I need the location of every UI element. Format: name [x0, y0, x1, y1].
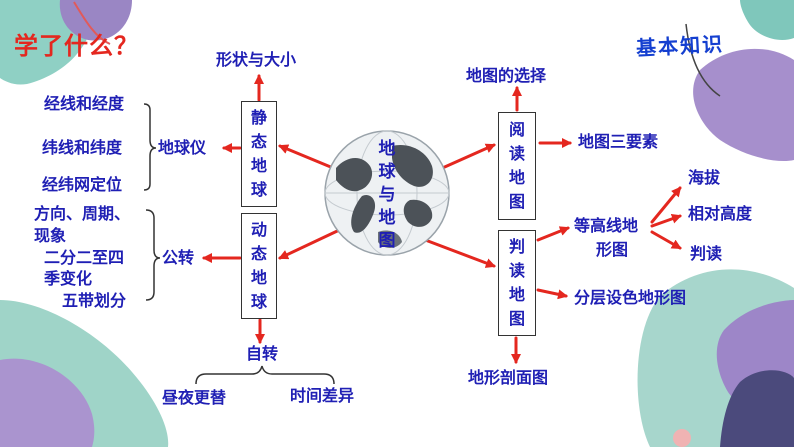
box-char: 动 [250, 220, 267, 239]
relative-height-label: 相对高度 [688, 204, 753, 223]
parallel-latitude-label: 纬线和纬度 [42, 138, 123, 157]
time-difference-label: 时间差异 [290, 386, 355, 405]
bracket-revolution-items [145, 209, 161, 301]
meridian-longitude-label: 经线和经度 [44, 94, 125, 113]
revolution-item-label: 季变化 [44, 269, 93, 288]
shape-and-size-label: 形状与大小 [216, 50, 297, 69]
line-top-right [685, 23, 721, 97]
blob-top-right-teal [740, 0, 794, 41]
revolution-item-label: 二分二至四 [44, 248, 125, 267]
box-char: 判 [508, 237, 525, 256]
center-char: 地 [378, 208, 396, 228]
center-char: 球 [378, 162, 396, 182]
bracket-globe-items [143, 103, 157, 191]
layered-color-map-label: 分层设色地形图 [574, 288, 687, 307]
altitude-label: 海拔 [688, 168, 721, 187]
box-char: 静 [250, 108, 267, 127]
arrow-contour-to-reading [650, 230, 682, 250]
arrow-interpret-to-contour [536, 226, 570, 242]
globe-image [324, 130, 450, 256]
revolution-item-label: 五带划分 [62, 291, 127, 310]
interpret-map-box: 判 读 地 图 [498, 230, 536, 336]
arrow-contour-to-relative [650, 213, 682, 228]
blob-bottom-right-dark [720, 370, 794, 447]
box-char: 图 [508, 309, 525, 328]
day-night-label: 昼夜更替 [162, 388, 227, 407]
box-char: 图 [508, 192, 525, 211]
arrow-contour-to-altitude [650, 186, 682, 224]
map-choice-label: 地图的选择 [466, 66, 547, 85]
box-char: 态 [250, 244, 267, 263]
rotation-label: 自转 [246, 344, 279, 363]
box-char: 球 [250, 292, 267, 311]
dynamic-earth-box: 动 态 地 球 [241, 213, 277, 319]
box-char: 地 [250, 156, 267, 175]
read-map-box: 阅 读 地 图 [498, 112, 536, 220]
revolution-item-label: 方向、周期、 [34, 204, 131, 223]
box-char: 地 [250, 268, 267, 287]
arrow-interpret-to-layered [536, 288, 568, 300]
box-char: 地 [508, 168, 525, 187]
box-char: 地 [508, 285, 525, 304]
revolution-label: 公转 [162, 248, 195, 267]
blob-top-right-purple [693, 48, 794, 162]
center-topic-label: 地 球 与 地 图 [374, 138, 400, 253]
box-char: 读 [508, 261, 525, 280]
center-char: 图 [378, 231, 396, 251]
basic-knowledge-badge: 基本知识 [635, 31, 725, 61]
contour-map-label: 形图 [596, 240, 629, 259]
stroke-top-left [73, 1, 111, 45]
slide-title: 学了什么？ [14, 32, 139, 60]
reading-label: 判读 [690, 244, 723, 263]
dot-bottom-right [673, 429, 691, 447]
profile-map-label: 地形剖面图 [468, 368, 549, 387]
globe-model-label: 地球仪 [158, 138, 207, 157]
arrow-globe-to-interpret [418, 236, 496, 268]
revolution-item-label: 现象 [34, 226, 67, 245]
bracket-rotation-items [195, 365, 335, 385]
center-char: 地 [378, 139, 396, 159]
map-elements-label: 地图三要素 [578, 132, 659, 151]
contour-map-label: 等高线地 [574, 216, 639, 235]
box-char: 读 [508, 144, 525, 163]
static-earth-box: 静 态 地 球 [241, 101, 277, 207]
box-char: 球 [250, 180, 267, 199]
blob-bottom-left-purple [0, 358, 95, 447]
graticule-location-label: 经纬网定位 [42, 175, 123, 194]
box-char: 阅 [508, 120, 525, 139]
center-char: 与 [378, 185, 396, 205]
box-char: 态 [250, 132, 267, 151]
